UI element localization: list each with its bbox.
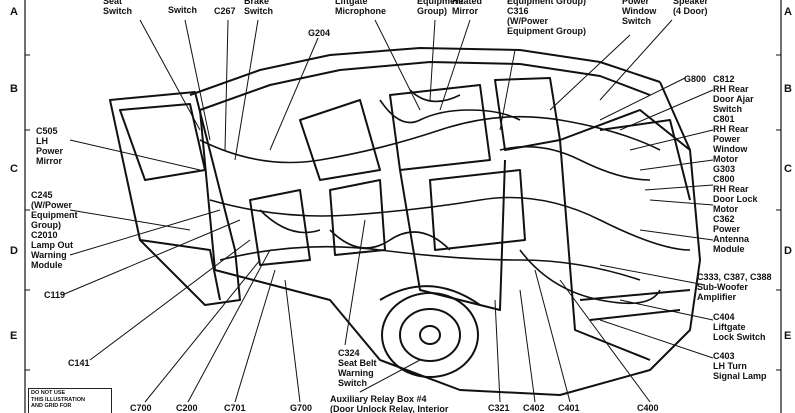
grid-row-d-left: D	[10, 245, 18, 257]
grid-row-d-right: D	[784, 245, 792, 257]
label-g700: G700	[290, 403, 313, 413]
label-c812-group: C812 RH Rear Door Ajar Switch C801 RH Re…	[713, 74, 758, 254]
label-c505: C505 LH Power Mirror	[36, 126, 64, 166]
label-c700: C700	[130, 403, 152, 413]
label-speaker-4-door: Speaker (4 Door)	[673, 0, 709, 16]
label-liftgate-microphone: Liftgate Microphone	[335, 0, 386, 16]
label-c333: C333, C387, C388 Sub-Woofer Amplifier	[697, 272, 772, 302]
label-mirror-switch: Switch	[168, 5, 198, 15]
disclaimer-text: DO NOT USE THIS ILLUSTRATION AND GRID FO…	[31, 390, 85, 409]
label-heated-mirror: Heated Mirror	[452, 0, 483, 16]
label-c404: C404 Liftgate Lock Switch	[713, 312, 766, 342]
label-c200: C200	[176, 403, 198, 413]
grid-row-e-left: E	[10, 330, 18, 342]
label-c701: C701	[224, 403, 246, 413]
grid-row-e-right: E	[784, 330, 792, 342]
label-c267: C267	[214, 6, 236, 16]
label-aux-relay-box: Auxiliary Relay Box #4 (Door Unlock Rela…	[330, 394, 449, 413]
label-c245-group: C245 (W/Power Equipment Group) C2010 Lam…	[31, 190, 78, 270]
grid-row-b-left: B	[10, 83, 18, 95]
label-c141: C141	[68, 358, 90, 368]
grid-row-b-right: B	[784, 83, 792, 95]
label-brake-switch: Brake Switch	[244, 0, 274, 16]
label-c402: C402	[523, 403, 545, 413]
label-c401: C401	[558, 403, 580, 413]
grid-row-c-right: C	[784, 163, 792, 175]
label-c321: C321	[488, 403, 510, 413]
label-g204: G204	[308, 28, 331, 38]
label-c324: C324 Seat Belt Warning Switch	[338, 348, 377, 388]
label-c400: C400	[637, 403, 659, 413]
label-g800: G800	[684, 74, 707, 84]
label-seat-switch: Seat Switch	[103, 0, 133, 16]
grid-row-a-left: A	[10, 6, 18, 18]
label-equipment-group: Equipment Group)	[417, 0, 464, 16]
grid-row-c-left: C	[10, 163, 18, 175]
label-power-window-switch: Power Window Switch	[622, 0, 657, 26]
label-c316: Equipment Group) C316 (W/Power Equipment…	[507, 0, 586, 36]
grid-row-a-right: A	[784, 6, 792, 18]
disclaimer-note: DO NOT USE THIS ILLUSTRATION AND GRID FO…	[28, 388, 112, 413]
label-c119: C119	[44, 290, 66, 300]
label-c403: C403 LH Turn Signal Lamp	[713, 351, 767, 381]
